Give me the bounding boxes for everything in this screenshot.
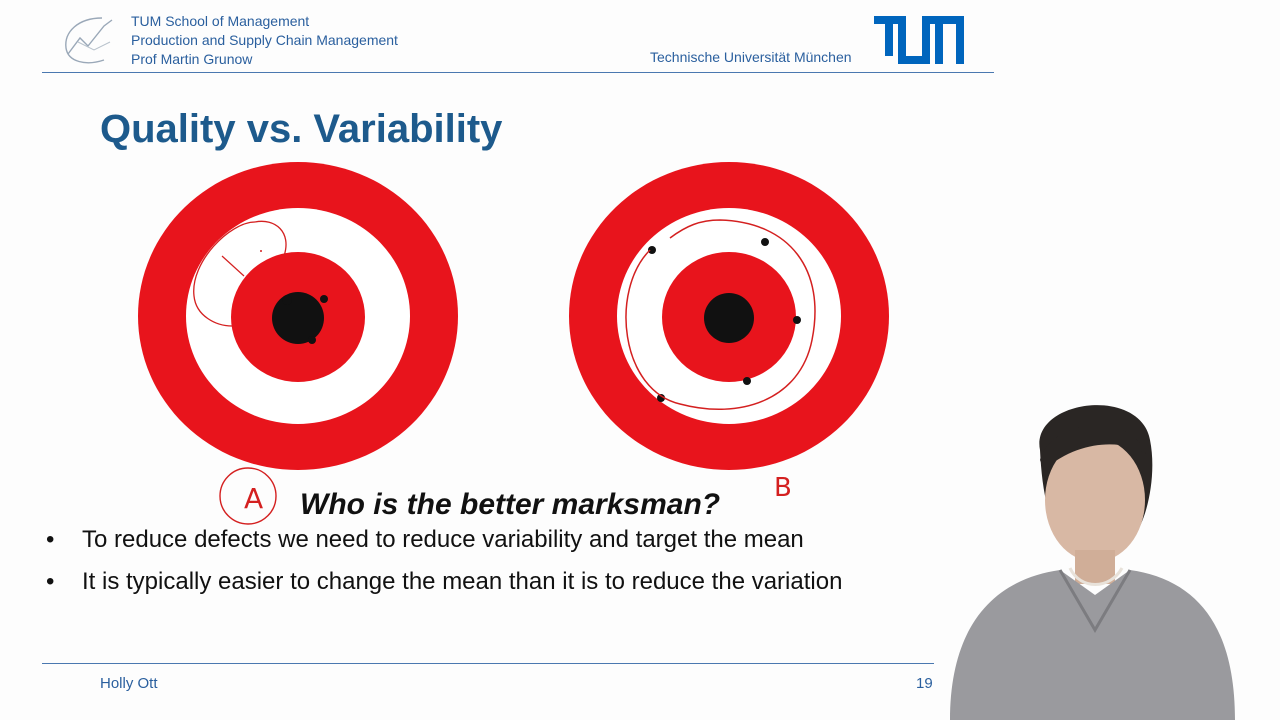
presenter-video-icon <box>950 405 1235 720</box>
bullet-text: To reduce defects we need to reduce vari… <box>82 526 804 553</box>
bullet-item: • To reduce defects we need to reduce va… <box>46 522 926 557</box>
annotation-b: B <box>774 473 792 503</box>
header-divider <box>42 72 994 73</box>
university-name: Technische Universität München <box>650 49 852 65</box>
bullet-list: • To reduce defects we need to reduce va… <box>46 522 926 606</box>
bullet-icon: • <box>46 526 55 553</box>
school-name: TUM School of Management Production and … <box>131 12 398 69</box>
bullet-text: It is typically easier to change the mea… <box>82 568 843 595</box>
school-line-2: Production and Supply Chain Management <box>131 32 398 48</box>
target-b <box>569 162 889 470</box>
question-text: Who is the better marksman? <box>300 488 721 521</box>
school-line-1: TUM School of Management <box>131 13 310 29</box>
school-logo-icon <box>65 17 113 64</box>
tum-logo-icon <box>874 16 964 64</box>
footer-divider <box>42 663 934 664</box>
bullet-icon: • <box>46 568 55 595</box>
slide-title: Quality vs. Variability <box>100 107 503 151</box>
footer-presenter: Holly Ott <box>100 675 158 692</box>
annotation-a: A <box>244 482 263 515</box>
target-a <box>138 162 458 470</box>
annotation-a-circle <box>219 467 277 525</box>
page-number: 19 <box>916 675 933 692</box>
bullet-item: • It is typically easier to change the m… <box>46 564 926 599</box>
school-line-3: Prof Martin Grunow <box>131 51 253 67</box>
